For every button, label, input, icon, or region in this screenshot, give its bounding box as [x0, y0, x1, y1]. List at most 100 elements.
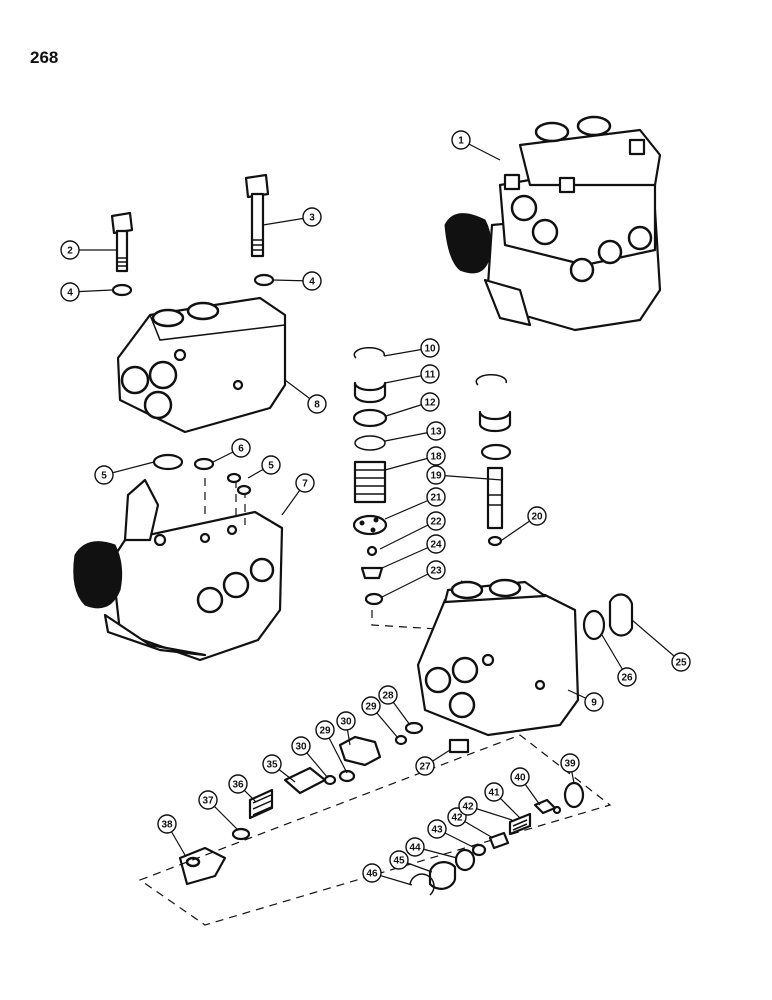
detent-washer	[471, 843, 487, 857]
washer-b	[404, 721, 424, 735]
callout-number: 41	[488, 788, 500, 799]
callout-circle	[262, 754, 282, 774]
callout-9: 9	[567, 689, 604, 712]
callout-2: 2	[60, 240, 117, 260]
spool-end	[338, 735, 382, 767]
callout-circle	[60, 240, 80, 260]
callout-circle	[510, 767, 530, 787]
callout-number: 25	[675, 658, 687, 669]
washer-a	[338, 769, 356, 783]
callout-27: 27	[415, 749, 451, 776]
callout-number: 10	[424, 344, 436, 355]
callout-12: 12	[385, 392, 440, 417]
callout-5: 5	[94, 461, 155, 485]
callout-leader	[631, 619, 682, 663]
callout-3: 3	[262, 207, 322, 227]
callout-circle	[362, 863, 382, 883]
callout-circle	[426, 534, 446, 554]
callout-number: 45	[393, 856, 405, 867]
callout-number: 19	[430, 471, 442, 482]
lock-washer-left	[111, 283, 133, 297]
callout-30: 30	[336, 711, 356, 746]
callout-number: 28	[382, 691, 394, 702]
callout-number: 29	[319, 726, 331, 737]
callout-number: 2	[67, 246, 73, 257]
callout-44: 44	[405, 837, 458, 859]
callout-leader	[435, 474, 503, 481]
callout-number: 23	[430, 566, 442, 577]
callout-number: 5	[268, 461, 274, 472]
callout-circle	[291, 736, 311, 756]
callout-number: 27	[419, 762, 431, 773]
callout-39: 39	[560, 753, 580, 784]
spring-retainer	[283, 766, 327, 795]
callout-21: 21	[384, 487, 446, 520]
callout-circle	[60, 282, 80, 302]
callout-leader	[381, 569, 437, 598]
callout-number: 37	[202, 796, 214, 807]
centering-spring	[248, 788, 274, 820]
callout-circle	[361, 696, 381, 716]
callout-circle	[484, 782, 504, 802]
callout-28: 28	[378, 685, 411, 726]
callout-circle	[261, 455, 281, 475]
o-ring-large	[152, 453, 184, 471]
callout-number: 5	[101, 471, 107, 482]
page-number: 268	[30, 48, 59, 67]
callout-number: 18	[430, 452, 442, 463]
callout-circle	[307, 394, 327, 414]
callout-number: 30	[340, 717, 352, 728]
callout-number: 7	[302, 479, 308, 490]
callout-number: 26	[621, 673, 633, 684]
callout-24: 24	[381, 534, 446, 569]
callout-6: 6	[212, 438, 251, 463]
detent-cap	[428, 861, 457, 890]
callout-number: 20	[531, 512, 543, 523]
callout-circle	[198, 790, 218, 810]
callout-number: 36	[232, 780, 244, 791]
end-cover-body	[116, 296, 287, 434]
callout-circle	[426, 465, 446, 485]
callout-41: 41	[484, 782, 521, 819]
callout-number: 4	[67, 288, 73, 299]
callout-circle	[302, 271, 322, 291]
callout-circle	[415, 756, 435, 776]
callout-number: 6	[238, 444, 244, 455]
callout-4: 4	[60, 282, 113, 302]
callout-circle	[302, 207, 322, 227]
callout-7: 7	[281, 473, 315, 516]
callout-42: 42	[458, 796, 513, 821]
bolt-short	[110, 211, 134, 273]
callout-circle	[378, 685, 398, 705]
callout-22: 22	[379, 511, 446, 550]
callout-number: 24	[430, 540, 442, 551]
callout-35: 35	[262, 754, 296, 783]
callout-18: 18	[384, 446, 446, 471]
callout-number: 13	[430, 427, 442, 438]
callout-number: 30	[295, 742, 307, 753]
callout-23: 23	[381, 560, 446, 598]
inlet-section-body	[73, 478, 284, 662]
callout-circle	[420, 392, 440, 412]
callout-38: 38	[157, 814, 186, 856]
o-ring-medium	[193, 457, 215, 471]
callout-circle	[157, 814, 177, 834]
callout-36: 36	[228, 774, 257, 803]
callout-5: 5	[247, 455, 281, 479]
callout-number: 22	[430, 517, 442, 528]
dashed-path-relief	[371, 577, 463, 631]
callout-11: 11	[384, 364, 440, 384]
valve-section-body	[416, 578, 580, 737]
callout-25: 25	[631, 619, 691, 672]
callout-circle	[94, 465, 114, 485]
callout-29: 29	[315, 720, 348, 774]
callout-circle	[458, 796, 478, 816]
callout-circle	[420, 338, 440, 358]
callout-number: 46	[366, 869, 378, 880]
lock-washer-right	[253, 273, 275, 287]
callout-number: 8	[314, 400, 320, 411]
callout-circle	[617, 667, 637, 687]
callout-number: 4	[309, 277, 315, 288]
callout-10: 10	[383, 338, 440, 358]
